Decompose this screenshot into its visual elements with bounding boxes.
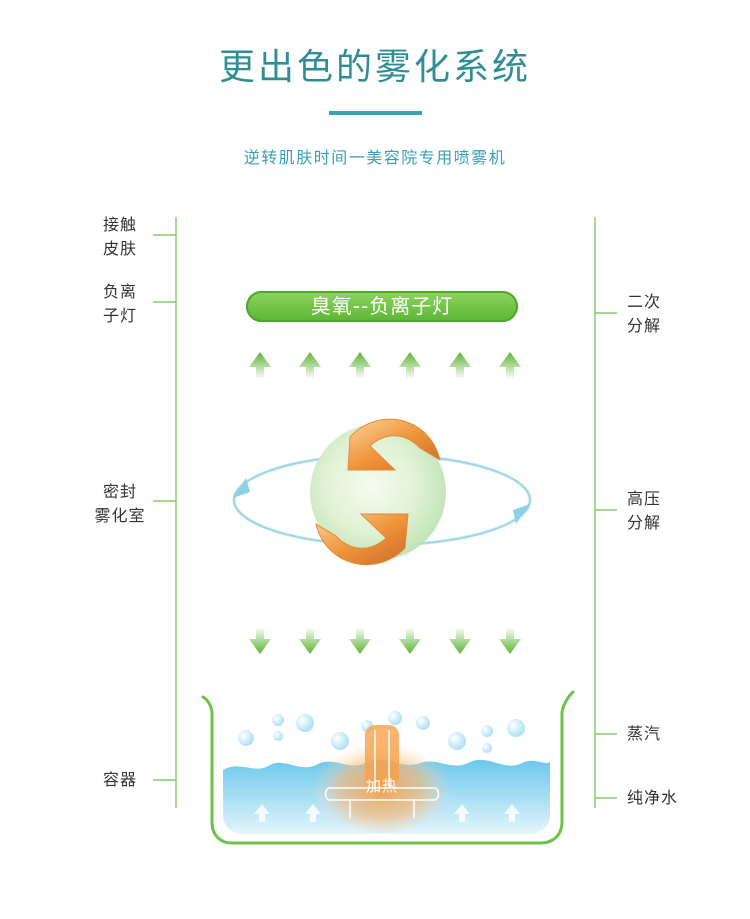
down-arrow: [249, 628, 271, 654]
down-arrow: [499, 628, 521, 654]
label-second-decomposition: 二次分解: [627, 292, 662, 335]
label-anion: 负离子灯: [102, 282, 137, 325]
mist-globe: [310, 418, 446, 565]
bubble: [416, 716, 430, 730]
label-high-pressure: 高压分解: [627, 489, 662, 532]
bubble: [273, 731, 283, 741]
bubble: [388, 711, 402, 725]
down-arrow: [299, 628, 321, 654]
bubble: [507, 719, 525, 737]
up-arrow: [349, 352, 371, 378]
up-arrow: [499, 352, 521, 378]
label-contact-skin: 接触皮肤: [102, 215, 137, 258]
bubble: [482, 743, 492, 753]
water-arrow: [254, 804, 270, 822]
heater-label: 加热: [365, 777, 398, 795]
page-title: 更出色的雾化系统: [218, 47, 531, 88]
label-container: 容器: [102, 770, 137, 789]
water-arrow: [305, 804, 321, 822]
title-underline: [329, 111, 422, 115]
label-steam: 蒸汽: [627, 724, 662, 743]
water-up-arrows: [254, 804, 520, 822]
label-sealed-chamber: 密封雾化室: [94, 482, 146, 525]
right-timeline: [594, 217, 617, 808]
down-arrow: [399, 628, 421, 654]
ozone-ion-lamp: 臭氧--负离子灯: [246, 291, 518, 322]
up-arrow: [249, 352, 271, 378]
down-arrows: [249, 628, 521, 654]
bubble: [296, 714, 314, 732]
heater: [312, 725, 452, 833]
down-arrow: [449, 628, 471, 654]
bubble: [481, 725, 493, 737]
water-arrow: [504, 804, 520, 822]
bubble: [272, 714, 284, 726]
label-pure-water: 纯净水: [627, 788, 679, 807]
down-arrow: [349, 628, 371, 654]
up-arrow: [299, 352, 321, 378]
page-subtitle: 逆转肌肤时间一美容院专用喷雾机: [243, 148, 507, 167]
left-timeline: [153, 217, 177, 808]
up-arrow: [399, 352, 421, 378]
up-arrows: [249, 352, 521, 378]
bubble: [238, 730, 254, 746]
water-arrow: [454, 804, 470, 822]
bubble: [448, 732, 466, 750]
up-arrow: [449, 352, 471, 378]
